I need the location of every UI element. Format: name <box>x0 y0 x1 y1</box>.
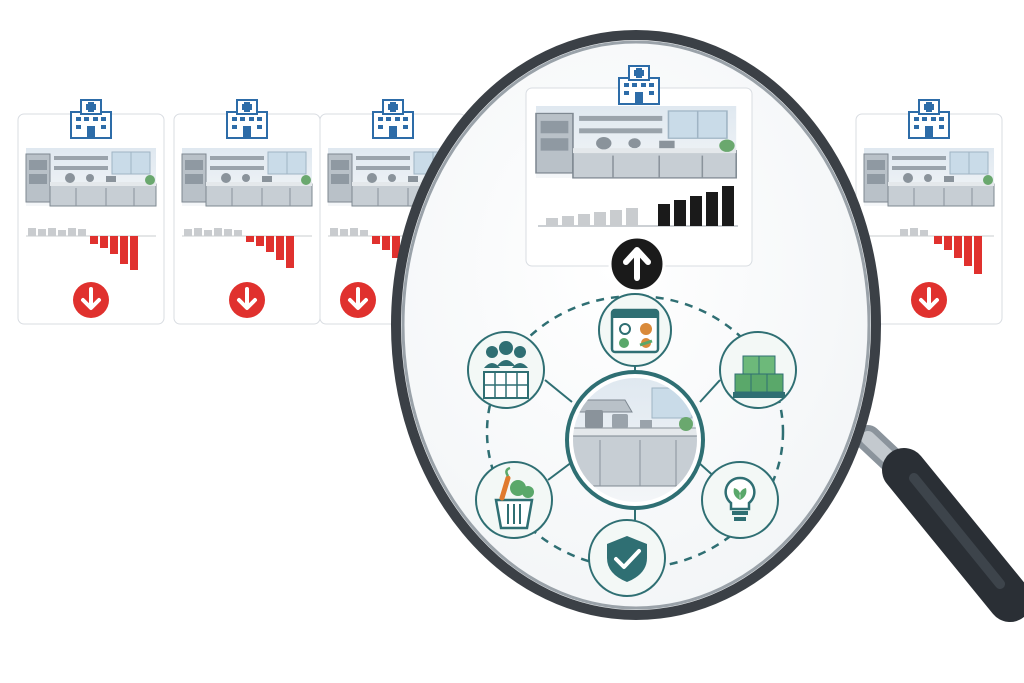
kitchen-thumbnail <box>181 147 313 207</box>
growth-chart <box>538 186 738 227</box>
food-safety-icon <box>588 519 666 597</box>
decline-chart <box>182 228 312 268</box>
down-arrow-icon <box>227 280 267 320</box>
menu-planning-icon <box>598 293 672 367</box>
inventory-icon <box>719 331 797 409</box>
hospital-icon <box>226 99 268 139</box>
decline-chart <box>26 228 156 270</box>
hospital-icon <box>70 99 112 139</box>
hospital-card-1 <box>17 99 165 325</box>
kitchen-thumbnail <box>863 147 995 207</box>
kitchen-thumbnail <box>535 105 737 179</box>
hospital-icon <box>372 99 414 139</box>
down-arrow-icon <box>909 280 949 320</box>
down-arrow-icon <box>71 280 111 320</box>
sustainability-icon <box>701 461 779 539</box>
kitchen-icon <box>565 370 705 510</box>
down-arrow-icon <box>338 280 378 320</box>
hospital-icon <box>908 99 950 139</box>
highlight-hospital-card <box>525 65 753 267</box>
hospital-card-4 <box>855 99 1003 325</box>
decline-chart <box>864 228 994 274</box>
up-arrow-icon <box>608 235 666 293</box>
fresh-produce-icon <box>475 461 553 539</box>
kitchen-thumbnail <box>25 147 157 207</box>
hospital-card-2 <box>173 99 321 325</box>
staff-scheduling-icon <box>467 331 545 409</box>
